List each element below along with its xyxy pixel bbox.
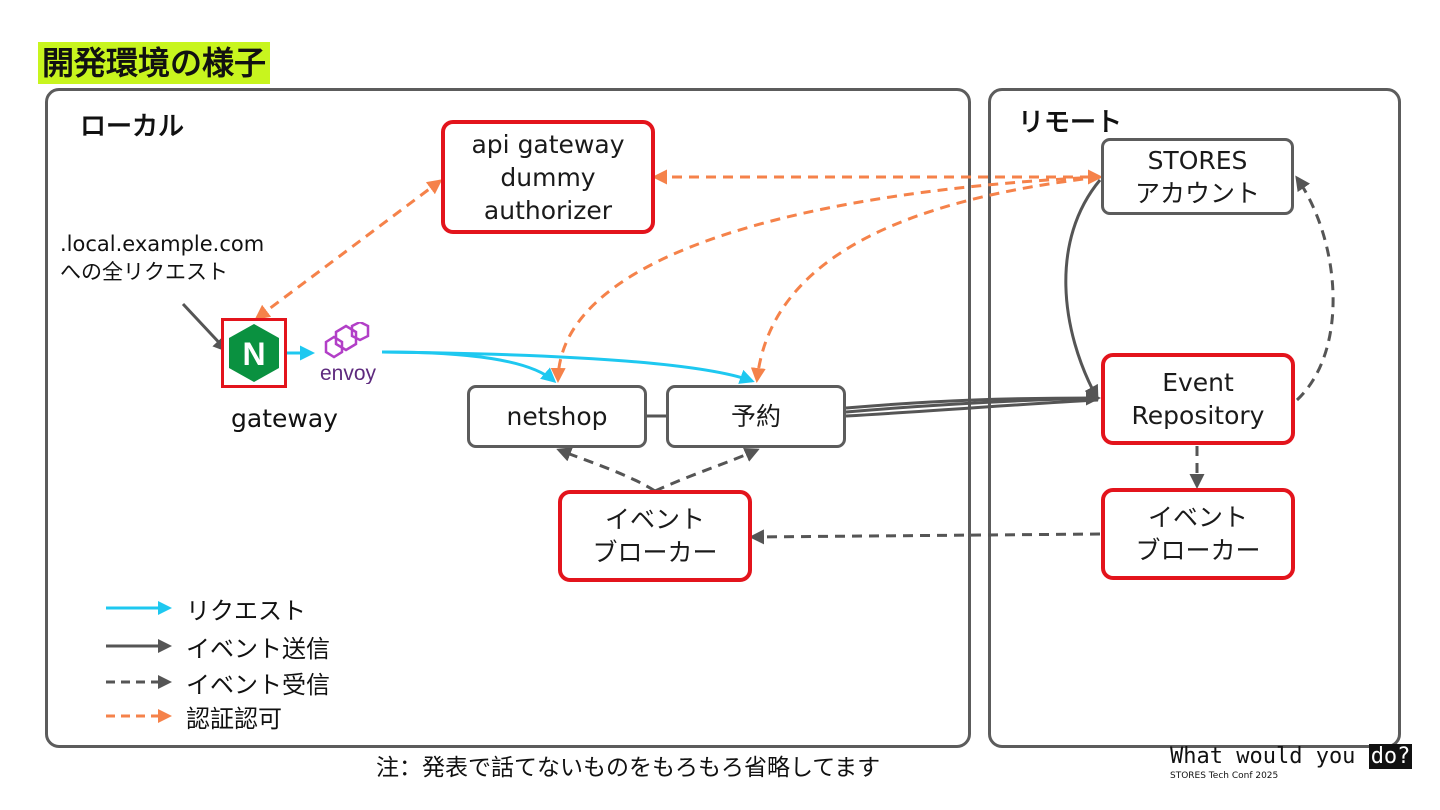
event-repository-line-1: Event: [1162, 368, 1234, 397]
auth-arrow-yoyaku-stores: [750, 175, 1101, 383]
stores-account-node: STORES アカウント: [1101, 138, 1294, 215]
stores-account-line-2: アカウント: [1134, 178, 1260, 208]
yoyaku-node: 予約: [666, 385, 846, 448]
nginx-icon: N: [221, 318, 287, 388]
legend-item-auth: 認証認可: [104, 701, 282, 733]
api-gateway-line-3: authorizer: [483, 195, 613, 225]
remote-event-broker-node: イベント ブローカー: [1101, 488, 1295, 580]
event-repository-line-2: Repository: [1131, 401, 1265, 430]
brand-event-name: STORES Tech Conf 2025: [1170, 771, 1279, 781]
nginx-letter: N: [242, 336, 265, 372]
legend-item-request: リクエスト: [104, 593, 306, 625]
remote-broker-line-1: イベント: [1147, 503, 1248, 532]
stores-account-line-1: STORES: [1147, 145, 1248, 175]
brand-tagline-main: What would you: [1170, 744, 1369, 769]
auth-arrow-gateway-api: [254, 179, 443, 320]
event-receive-arrow-broker-yoyaku: [654, 448, 760, 493]
request-note-line-2: への全リクエスト: [60, 260, 228, 284]
event-receive-arrow-repo-stores: [1295, 175, 1335, 402]
event-receive-arrow-broker-netshop: [556, 447, 656, 493]
event-send-arrow-3: [845, 396, 1099, 414]
footer-note: 注：発表で話てないものをもろもろ省略してます: [376, 755, 881, 781]
note-pointer-arrow: [181, 302, 229, 353]
legend-label-request: リクエスト: [186, 596, 306, 625]
request-arrow-envoy-yoyaku: [381, 350, 755, 384]
yoyaku-label: 予約: [730, 402, 781, 431]
local-event-broker-node: イベント ブローカー: [558, 490, 752, 582]
legend-event-send-line-icon: [106, 639, 172, 653]
local-panel-label: ローカル: [80, 112, 185, 142]
event-receive-arrow-remote-local: [749, 529, 1101, 545]
event-repository-node: Event Repository: [1101, 353, 1295, 445]
local-broker-line-1: イベント: [604, 505, 705, 534]
gateway-label: gateway: [231, 404, 338, 433]
legend-event-receive-line-icon: [106, 675, 172, 689]
api-gateway-line-2: dummy: [500, 162, 596, 192]
legend-item-event-receive: イベント受信: [104, 667, 330, 699]
legend-item-event-send: イベント送信: [104, 631, 330, 663]
envoy-icon: envoy: [320, 322, 377, 384]
api-gateway-line-1: api gateway: [471, 129, 625, 159]
api-gateway-dummy-authorizer-node: api gateway dummy authorizer: [441, 120, 655, 234]
envoy-label: envoy: [320, 362, 377, 384]
legend-label-auth: 認証認可: [186, 704, 282, 733]
request-note: .local.example.com への全リクエスト: [60, 230, 264, 286]
page-title: 開発環境の様子: [38, 42, 271, 84]
legend-auth-line-icon: [106, 709, 172, 723]
brand-tagline: What would you do?: [1170, 744, 1413, 769]
legend-label-event-receive: イベント受信: [186, 670, 330, 699]
local-panel: [45, 88, 971, 748]
request-note-line-1: .local.example.com: [60, 232, 265, 256]
netshop-label: netshop: [506, 402, 608, 431]
local-broker-line-2: ブローカー: [592, 538, 718, 567]
remote-panel-label: リモート: [1018, 108, 1123, 138]
event-send-arrow-2: [845, 398, 1099, 418]
brand-tagline-highlight: do?: [1368, 744, 1413, 769]
netshop-node: netshop: [467, 385, 647, 448]
legend-label-event-send: イベント送信: [186, 634, 330, 663]
auth-arrow-netshop-stores: [550, 175, 1101, 383]
event-send-arrow-stores-repo: [1064, 179, 1102, 401]
brand-logo: What would you do? STORES Tech Conf 2025: [1170, 744, 1413, 781]
legend-request-line-icon: [106, 601, 172, 615]
remote-broker-line-2: ブローカー: [1135, 536, 1261, 565]
remote-panel: [988, 88, 1401, 748]
